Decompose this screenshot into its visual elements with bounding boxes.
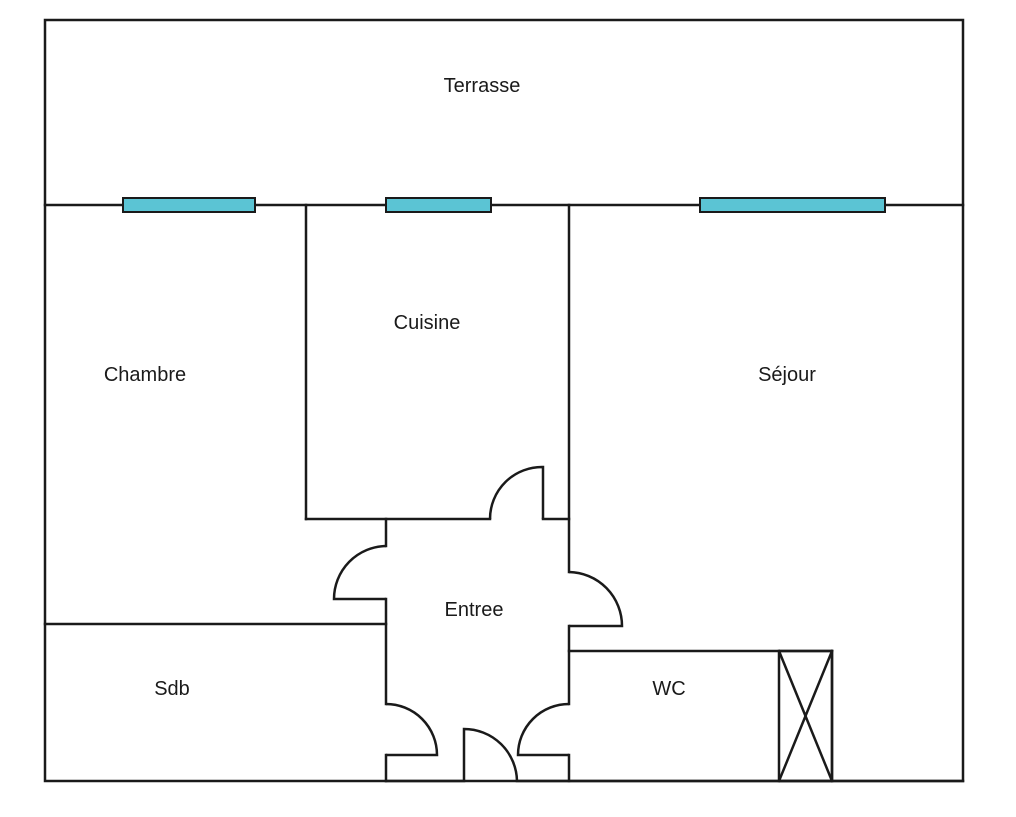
window-sejour [699,197,886,213]
door-sejour[interactable] [568,570,624,628]
label-terrasse: Terrasse [444,75,521,97]
window-cuisine [385,197,492,213]
door-entree[interactable] [462,727,519,782]
door-chambre[interactable] [332,544,387,601]
label-sdb: Sdb [154,678,190,700]
wc-shaft-cross-b [777,649,834,783]
label-cuisine: Cuisine [394,312,461,334]
door-wc[interactable] [516,702,570,757]
window-chambre [122,197,256,213]
outer-wall [43,18,965,783]
label-sejour: Séjour [758,364,816,386]
label-chambre: Chambre [104,364,186,386]
label-wc: WC [652,678,685,700]
door-cuisine[interactable] [488,465,545,520]
label-entree: Entree [445,599,504,621]
door-sdb[interactable] [385,702,439,757]
